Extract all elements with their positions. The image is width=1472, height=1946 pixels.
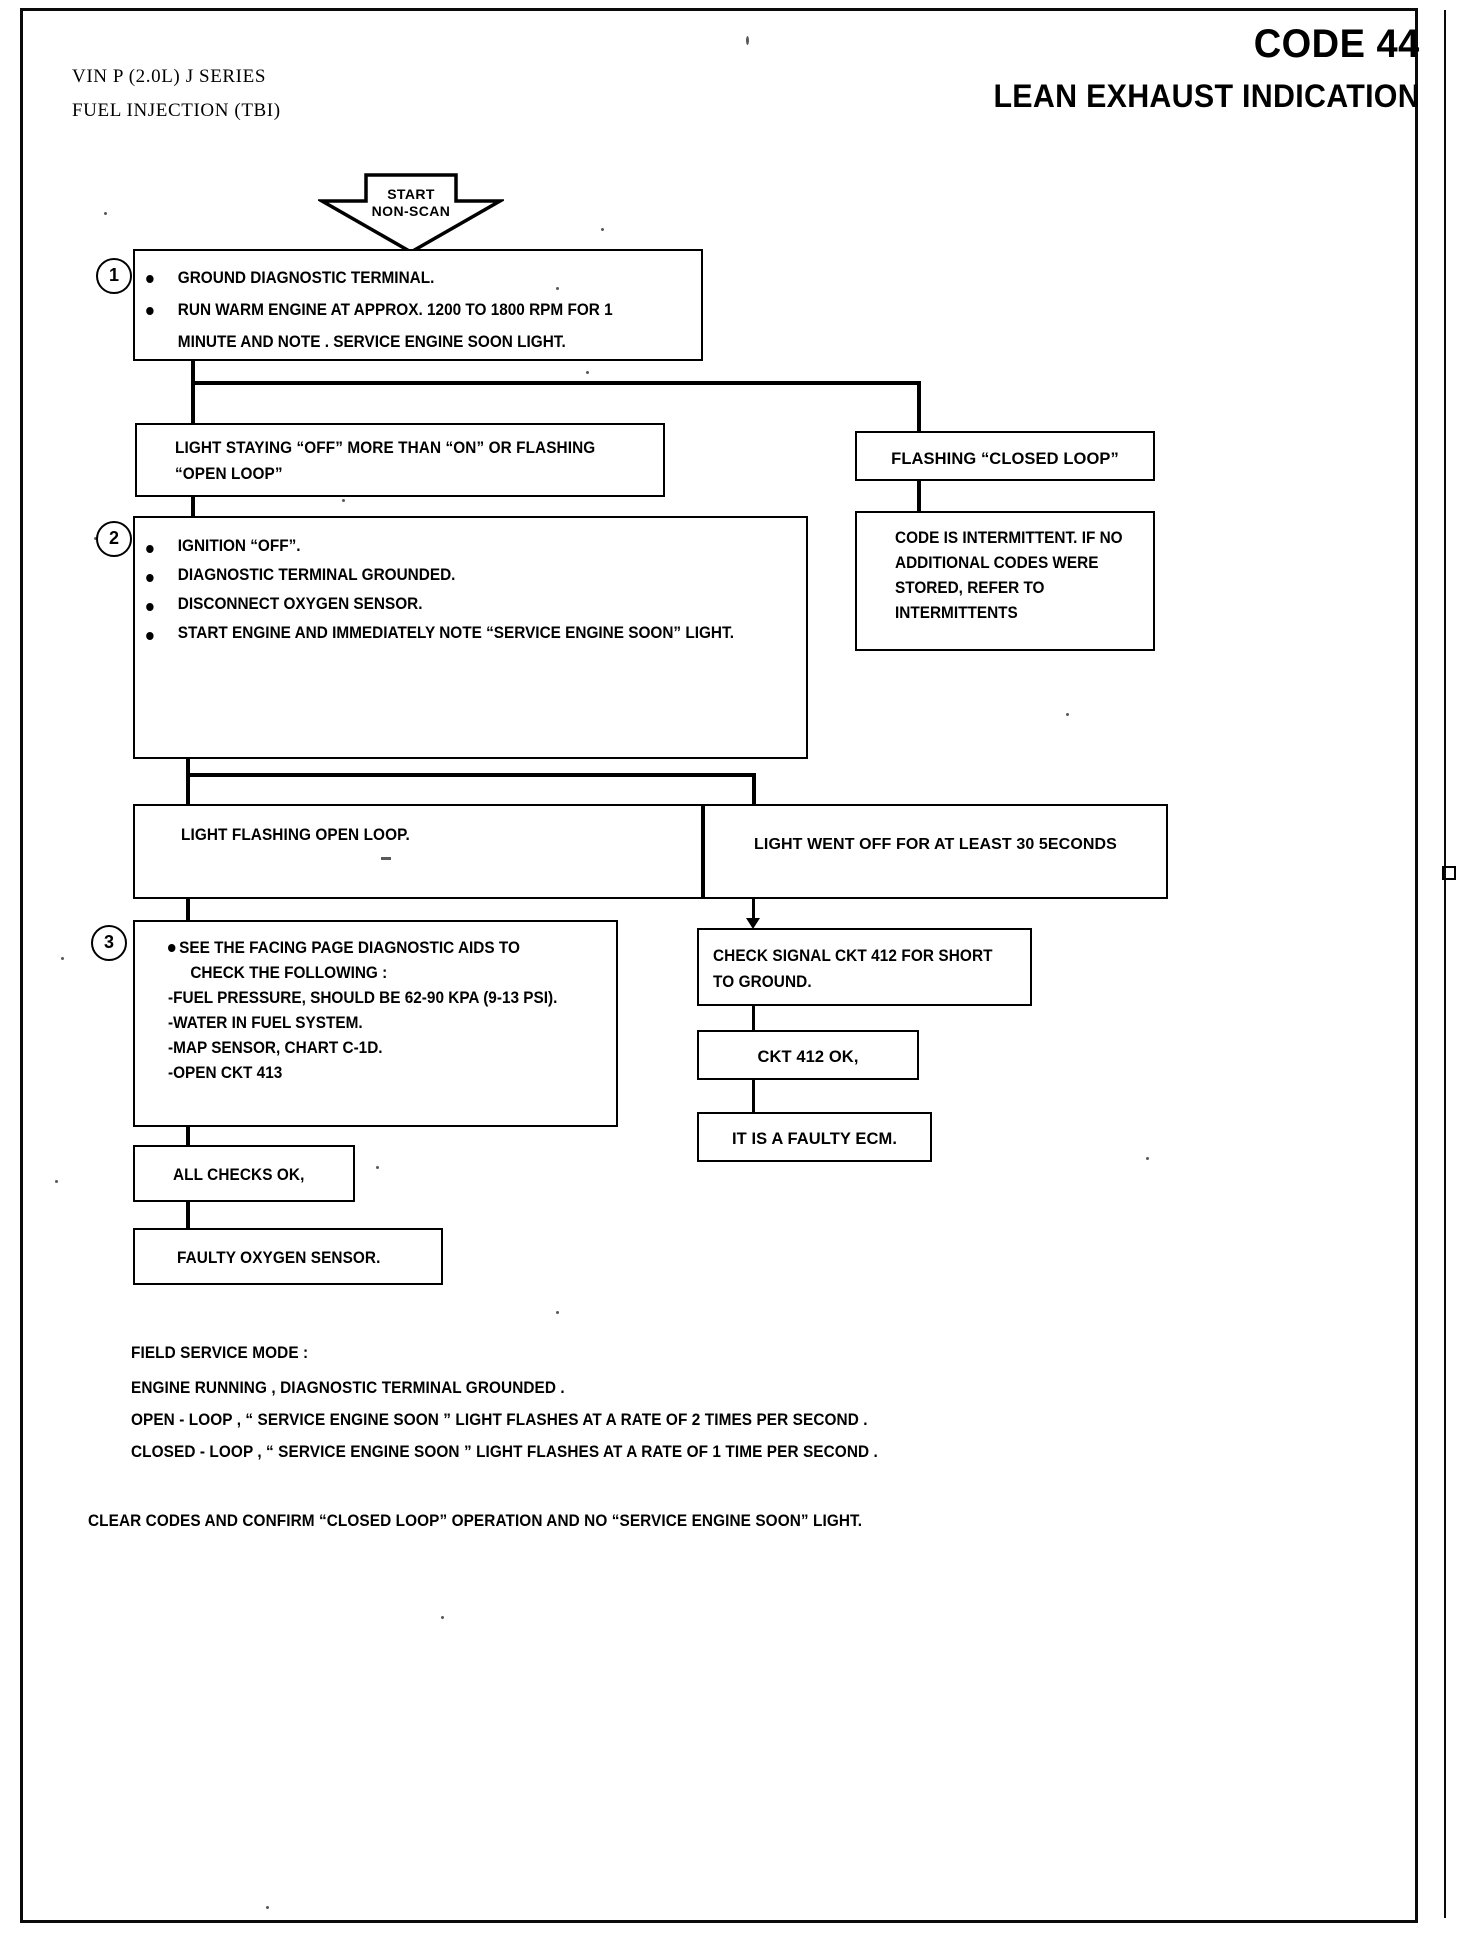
check-signal-line2: TO GROUND. <box>713 973 812 991</box>
intermittent-lines: CODE IS INTERMITTENT. IF NO ADDITIONAL C… <box>895 526 1153 626</box>
scan-speck <box>94 537 98 540</box>
intermittent-line-0: CODE IS INTERMITTENT. IF NO <box>895 529 1123 547</box>
scan-speck <box>586 371 589 374</box>
step-2-bullet-list: IGNITION “OFF”. DIAGNOSTIC TERMINAL GROU… <box>135 532 806 648</box>
start-arrow-shape <box>318 173 504 255</box>
connector-cktok-down <box>752 1080 755 1114</box>
step-number-3: 3 <box>91 925 127 961</box>
scan-speck <box>266 1906 269 1909</box>
scan-speck <box>601 228 604 231</box>
step-2-bullet-0: IGNITION “OFF”. <box>135 532 759 561</box>
scan-speck <box>342 499 345 502</box>
connector-box2-left-leg <box>186 773 190 806</box>
field-service-line-0: ENGINE RUNNING , DIAGNOSTIC TERMINAL GRO… <box>131 1379 565 1397</box>
scan-speck <box>381 857 391 860</box>
bullet-mask <box>143 323 165 349</box>
scan-speck <box>55 1180 58 1183</box>
step-2-bullet-1: DIAGNOSTIC TERMINAL GROUNDED. <box>135 561 759 590</box>
field-service-mode-title: FIELD SERVICE MODE : <box>131 1344 309 1362</box>
arrowhead-check-signal <box>746 918 760 929</box>
step-number-2: 2 <box>96 521 132 557</box>
step-3-line-2: -FUEL PRESSURE, SHOULD BE 62-90 KPA (9-1… <box>168 989 558 1007</box>
start-arrow-line2: NON-SCAN <box>371 203 451 219</box>
connector-to-open-loop <box>191 381 195 425</box>
page-subtitle: LEAN EXHAUST INDICATION <box>993 78 1420 114</box>
ckt412-ok-box: CKT 412 OK, <box>697 1030 919 1080</box>
page-border-right-rule <box>1444 10 1446 1918</box>
fuel-injection-label: FUEL INJECTION (TBI) <box>72 100 281 121</box>
scan-speck <box>556 287 559 290</box>
connector-allchecks-down <box>186 1202 190 1230</box>
intermittent-line-3: INTERMITTENTS <box>895 604 1018 622</box>
connector-box2-split <box>186 773 756 777</box>
page-border <box>20 8 1418 1923</box>
connector-to-check-signal <box>752 899 755 924</box>
faulty-ecm-label: IT IS A FAULTY ECM. <box>731 1130 898 1148</box>
intermittent-line-1: ADDITIONAL CODES WERE <box>895 554 1099 572</box>
light-flashing-open-loop-box: LIGHT FLASHING OPEN LOOP. <box>133 804 703 899</box>
step-1-bullet-0: GROUND DIAGNOSTIC TERMINAL. <box>135 262 661 294</box>
step-3-line-3: -WATER IN FUEL SYSTEM. <box>168 1014 363 1032</box>
step-2-bullet-3: START ENGINE AND IMMEDIATELY NOTE “SERVI… <box>135 619 759 648</box>
start-arrow-line1: START <box>387 186 435 202</box>
scan-speck <box>556 1311 559 1314</box>
scan-speck <box>1146 1157 1149 1160</box>
code-intermittent-box: CODE IS INTERMITTENT. IF NO ADDITIONAL C… <box>855 511 1155 651</box>
all-checks-ok-box: ALL CHECKS OK, <box>133 1145 355 1202</box>
step-3-line-5: -OPEN CKT 413 <box>168 1064 283 1082</box>
branch-flashing-closed-loop-box: FLASHING “CLOSED LOOP” <box>855 431 1155 481</box>
step-3-line-1: CHECK THE FOLLOWING : <box>190 964 388 982</box>
step-3-line-4: -MAP SENSOR, CHART C-1D. <box>168 1039 383 1057</box>
step-1-bullet-1: RUN WARM ENGINE AT APPROX. 1200 TO 1800 … <box>135 294 661 326</box>
faulty-o2-label: FAULTY OXYGEN SENSOR. <box>177 1249 381 1267</box>
step-2-box: IGNITION “OFF”. DIAGNOSTIC TERMINAL GROU… <box>133 516 808 759</box>
check-signal-line1: CHECK SIGNAL CKT 412 FOR SHORT <box>713 947 993 965</box>
step-1-box: GROUND DIAGNOSTIC TERMINAL. RUN WARM ENG… <box>133 249 703 361</box>
page-edge-tick-mark <box>1442 866 1456 880</box>
branch-left-1-line1: LIGHT STAYING “OFF” MORE THAN “ON” OR FL… <box>175 439 596 457</box>
intermittent-line-2: STORED, REFER TO <box>895 579 1045 597</box>
step-3-box: SEE THE FACING PAGE DIAGNOSTIC AIDS TO C… <box>133 920 618 1127</box>
vin-label: VIN P (2.0L) J SERIES <box>72 66 266 87</box>
scan-speck <box>441 1616 444 1619</box>
scan-speck <box>1066 713 1069 716</box>
all-checks-label: ALL CHECKS OK, <box>173 1166 305 1184</box>
connector-checksignal-down <box>752 1006 755 1032</box>
branch-right-2-label: LIGHT WENT OFF FOR AT LEAST 30 5ECONDS <box>754 836 1117 853</box>
connector-box2-right-leg <box>752 773 756 806</box>
connector-to-closed-loop <box>917 381 921 433</box>
scan-speck <box>746 36 749 45</box>
branch-right-1-label: FLASHING “CLOSED LOOP” <box>891 450 1119 468</box>
step-1-bullet-2-text: MINUTE AND NOTE . SERVICE ENGINE SOON LI… <box>177 333 566 351</box>
step-1-bullet-list: GROUND DIAGNOSTIC TERMINAL. RUN WARM ENG… <box>135 262 701 351</box>
footer-clear-codes-note: CLEAR CODES AND CONFIRM “CLOSED LOOP” OP… <box>88 1512 863 1530</box>
connector-to-step3 <box>186 899 190 923</box>
light-went-off-box: LIGHT WENT OFF FOR AT LEAST 30 5ECONDS <box>703 804 1168 899</box>
scan-speck <box>61 957 64 960</box>
connector-box1-down <box>191 361 195 385</box>
scan-speck <box>376 1166 379 1169</box>
faulty-ecm-box: IT IS A FAULTY ECM. <box>697 1112 932 1162</box>
scan-speck <box>104 212 107 215</box>
connector-box2-down <box>186 759 190 781</box>
connector-closed-loop-down <box>917 481 921 513</box>
step-3-lines: SEE THE FACING PAGE DIAGNOSTIC AIDS TO C… <box>168 936 616 1086</box>
check-signal-ckt412-box: CHECK SIGNAL CKT 412 FOR SHORT TO GROUND… <box>697 928 1032 1006</box>
ckt-ok-label: CKT 412 OK, <box>757 1048 859 1066</box>
page-title-code: CODE 44 <box>1254 22 1420 66</box>
branch-left-2-label: LIGHT FLASHING OPEN LOOP. <box>181 826 410 844</box>
faulty-oxygen-sensor-box: FAULTY OXYGEN SENSOR. <box>133 1228 443 1285</box>
connector-openloop-to-step2 <box>191 497 195 521</box>
field-service-line-1: OPEN - LOOP , “ SERVICE ENGINE SOON ” LI… <box>131 1411 868 1429</box>
field-service-line-2: CLOSED - LOOP , “ SERVICE ENGINE SOON ” … <box>131 1443 878 1461</box>
step-2-bullet-2: DISCONNECT OXYGEN SENSOR. <box>135 590 759 619</box>
step-3-line-0: SEE THE FACING PAGE DIAGNOSTIC AIDS TO <box>168 936 585 961</box>
branch-light-staying-off-box: LIGHT STAYING “OFF” MORE THAN “ON” OR FL… <box>135 423 665 497</box>
connector-box3-down <box>186 1127 190 1149</box>
step-number-1: 1 <box>96 258 132 294</box>
connector-box1-split <box>191 381 921 385</box>
start-arrow: START NON-SCAN <box>318 173 504 255</box>
branch-left-1-line2: “OPEN LOOP” <box>175 465 283 483</box>
